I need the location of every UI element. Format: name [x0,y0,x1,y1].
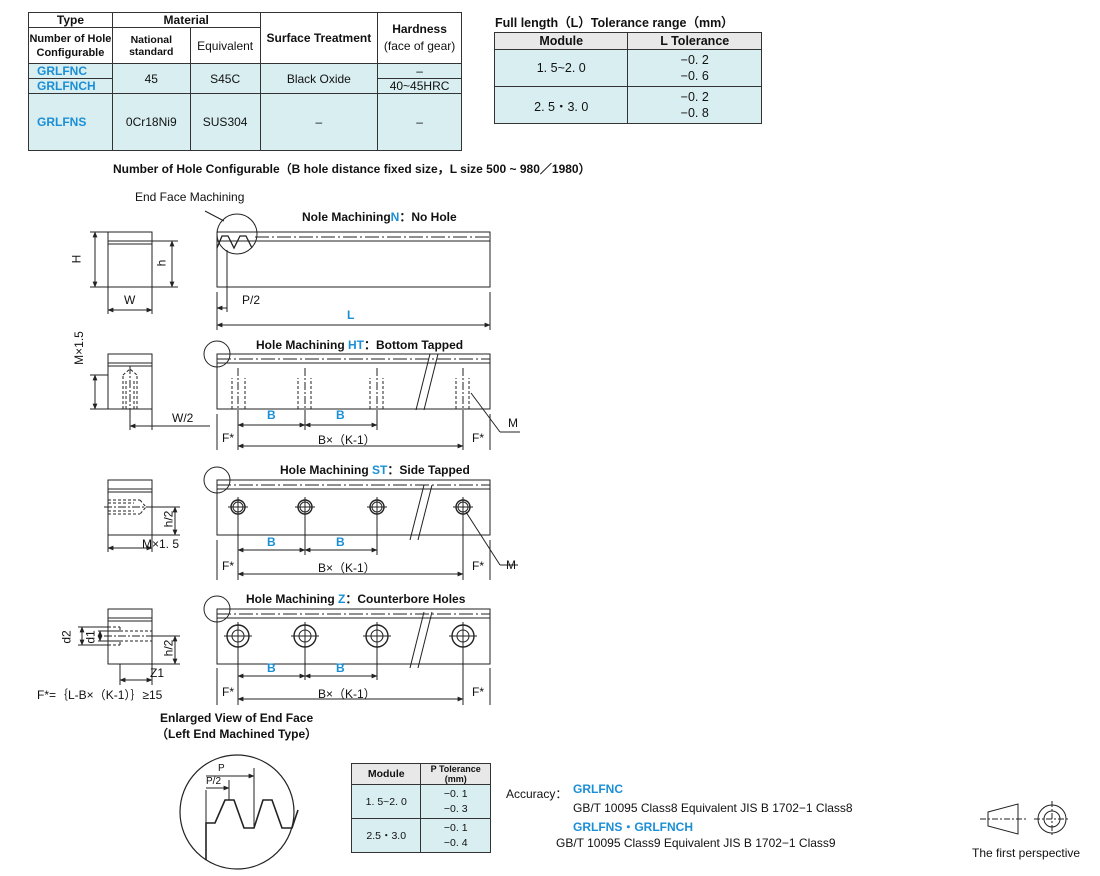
dim-W2: W/2 [172,411,194,425]
tolerance-cell: −0. 2 −0. 8 [627,86,762,124]
side-view-st [216,479,491,536]
end-face-circle [216,213,258,255]
dim-P2: P/2 [242,293,261,307]
accuracy-text-2: GB/T 10095 Class9 Equivalent JIS B 1702−… [556,836,836,850]
module-cell: 1. 5~2. 0 [350,784,422,819]
section-title: Number of Hole Configurable（B hole dista… [113,162,591,176]
hole-group-st [228,497,473,517]
module-cell: 2.5・3.0 [350,818,422,853]
row-type: GRLFNS [28,93,113,151]
f-formula: F*=｛L-B×（K-1）｝≥15 [37,688,163,702]
dim-F: F* [472,431,484,445]
title-no-hole: Nole MachiningN：No Hole [302,210,457,224]
dim-M: M [506,558,516,572]
dim-M15b: M×1. 5 [142,537,180,551]
row-hardness: 40~45HRC [377,78,462,94]
dim-BK: B×（K-1） [318,561,376,575]
enlarged-teeth [205,799,299,860]
header-hardness: Hardness (face of gear) [377,12,462,64]
tolerance-cell: −0. 1 −0. 3 [420,784,491,819]
dim-h2: h/2 [161,639,176,657]
dim-B: B [336,661,345,675]
perspective-cone [987,803,1019,835]
side-view-n [216,231,491,288]
title-z: Hole Machining Z：Counterbore Holes [246,592,466,606]
dim-M15: M×1.5 [71,331,86,365]
title-st: Hole Machining ST：Side Tapped [280,463,470,477]
side-view-ht [216,353,491,410]
dim-F: F* [222,685,234,699]
dim-d2: d2 [59,630,74,644]
end-view-n [107,231,153,288]
dim-W: W [124,293,136,307]
hole-group-ht [231,368,470,414]
end-face-machining-label: End Face Machining [135,190,245,204]
header-national: National standard [111,27,191,64]
dim-B: B [336,535,345,549]
header-module: Module [350,763,422,785]
row-national: 0Cr18Ni9 [111,93,191,151]
material-table: Type Material Surface Treatment Hardness… [28,12,462,151]
row-surface: – [259,93,379,151]
tolerance-cell: −0. 1 −0. 4 [420,818,491,853]
dim-Z1: Z1 [150,666,165,680]
dim-F: F* [472,685,484,699]
row-equivalent: SUS304 [189,93,261,151]
rack-teeth [216,235,253,250]
accuracy-code-2: GRLFNS・GRLFNCH [573,820,693,834]
enlarged-end-face [179,754,295,870]
dim-B: B [336,408,345,422]
dim-h2: h/2 [161,510,176,528]
accuracy-code-1: GRLFNC [573,782,623,796]
dim-BK: B×（K-1） [318,433,376,447]
dim-P: P [218,763,225,774]
header-configurable: Number of Hole Configurable [28,27,113,64]
dim-L: L [347,308,355,322]
dim-B: B [267,535,276,549]
dim-h: h [154,259,169,267]
dim-d1: d1 [83,630,98,644]
dim-F: F* [472,559,484,573]
module-cell: 2. 5・3. 0 [493,86,629,124]
dim-BK: B×（K-1） [318,687,376,701]
accuracy-text-1: GB/T 10095 Class8 Equivalent JIS B 1702−… [573,801,853,815]
row-type: GRLFNCH [28,78,113,94]
perspective-label: The first perspective [972,846,1081,860]
dim-B: B [267,408,276,422]
side-view-z [216,608,491,665]
length-tolerance-title: Full length（L）Tolerance range（mm） [495,16,734,30]
dim-B: B [267,661,276,675]
module-cell: 1. 5~2. 0 [493,49,629,87]
title-ht: Hole Machining HT：Bottom Tapped [256,338,464,352]
dim-H: H [69,254,84,264]
header-p-tolerance: P Tolerance (mm) [420,763,491,785]
row-hardness: – [377,93,462,151]
dim-F: F* [222,431,234,445]
row-national: 45 [111,63,191,94]
dim-M: M [508,416,518,430]
header-l-tolerance: L Tolerance [627,32,762,50]
row-hardness: – [377,63,462,79]
p-tolerance-table: Module P Tolerance (mm) 1. 5~2. 0 −0. 1 … [350,763,491,853]
hole-group-z [224,622,477,650]
length-tolerance-table: Module L Tolerance 1. 5~2. 0 −0. 2 −0. 6… [493,32,762,124]
dim-F: F* [222,559,234,573]
accuracy-label: Accuracy： [506,787,568,801]
row-equivalent: S45C [189,63,261,94]
dim-P2: P/2 [206,776,222,787]
enlarged-title: Enlarged View of End Face （Left End Mach… [156,711,318,741]
